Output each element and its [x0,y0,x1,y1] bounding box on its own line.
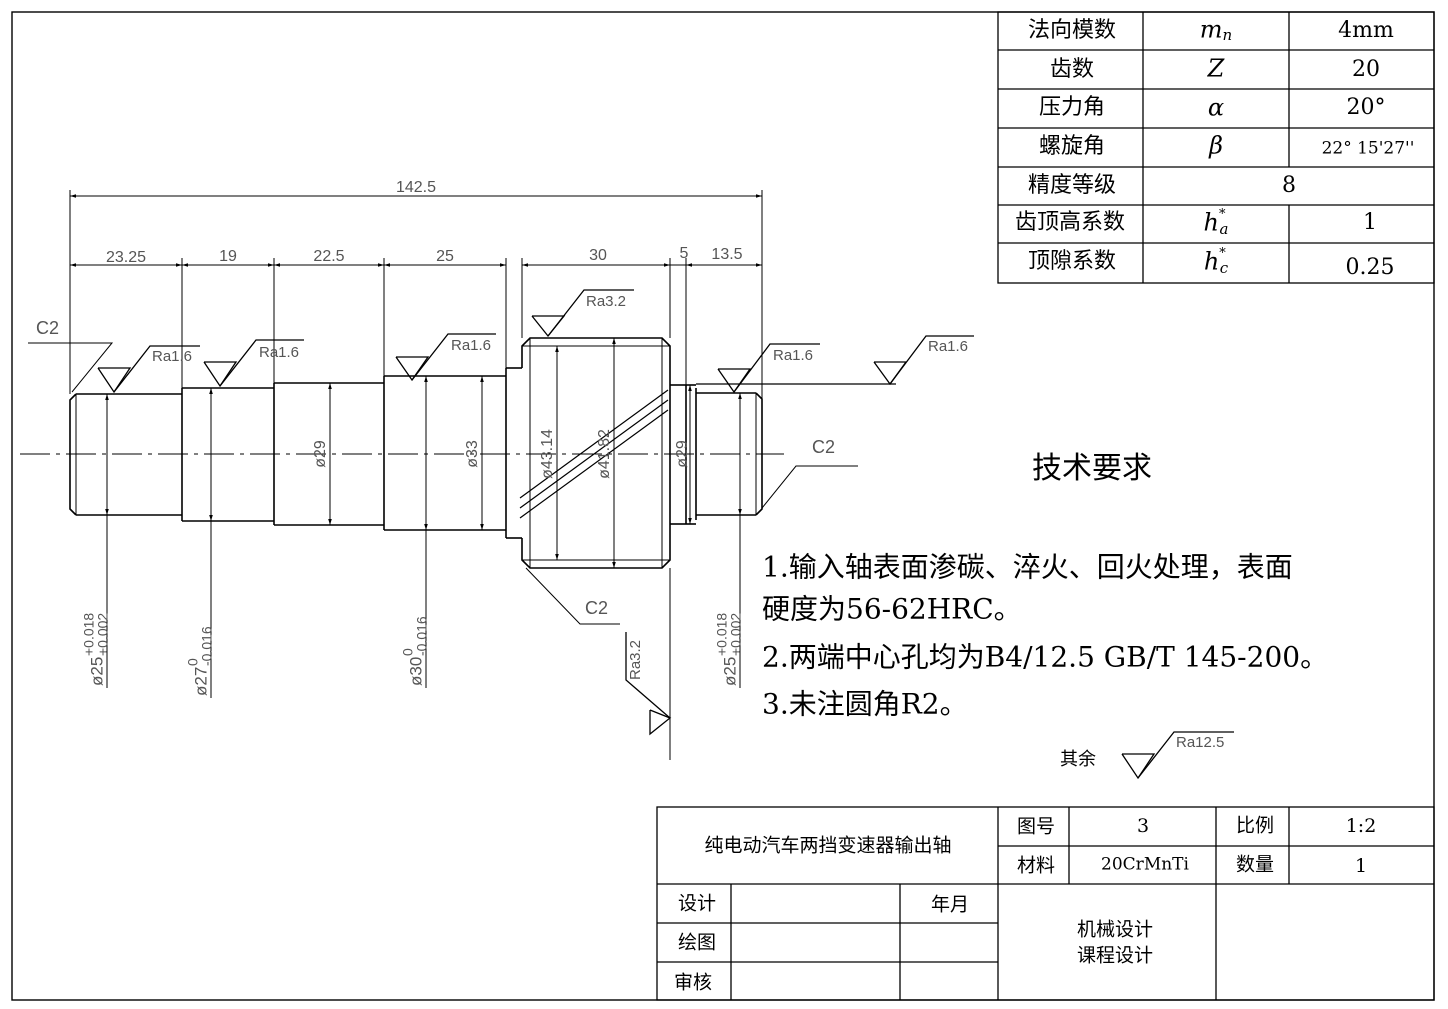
dim-seg-7: 13.5 [711,246,742,263]
material-label: 材料 [1017,855,1055,877]
param-symbol-alpha: α [1208,94,1224,122]
chamfer-leaders [28,342,858,625]
tech-req-line-2: 硬度为56-62HRC。 [762,593,1022,626]
dim-dia-pitch: ø41.82 [596,429,613,479]
dim-dia-25-right: ø25 [720,657,739,686]
length-dimensions [69,190,763,760]
org-line-2: 课程设计 [1077,945,1153,967]
dim-dia-29-left: ø29 [312,440,329,468]
tech-req-line-1: 1.输入轴表面渗碳、淬火、回火处理，表面 [762,551,1293,584]
dim-seg-4: 25 [436,248,454,265]
roughness-rest-label: 其余 [1060,749,1096,770]
roughness-rest-value: Ra12.5 [1176,734,1224,751]
roughness-label-5: Ra1.6 [773,347,813,364]
dim-seg-2: 19 [219,248,237,265]
param-name-clearance-coef: 顶隙系数 [1028,249,1116,274]
draw-label: 绘图 [678,932,716,954]
scale-value: 1:2 [1346,815,1377,837]
param-value-addendum-coef: 1 [1363,210,1377,235]
dim-tol-30-lo: -0.016 [414,616,430,656]
material-value: 20CrMnTi [1101,855,1189,875]
dim-seg-3: 22.5 [313,248,344,265]
param-symbol-ha: h*a [1204,207,1229,239]
chamfer-label-left: C2 [36,318,59,338]
dim-tol-25-left-lo: +0.002 [95,613,111,656]
dim-tol-27-lo: -0.016 [199,626,215,666]
tech-req-title: 技术要求 [1032,451,1152,486]
chamfer-label-gear: C2 [585,598,608,618]
org-line-1: 机械设计 [1077,919,1153,941]
title-block [656,806,1435,1001]
dim-dia-33: ø33 [464,440,481,468]
scale-label: 比例 [1236,815,1274,837]
dim-dia-30: ø30 [406,657,425,686]
part-name: 纯电动汽车两挡变速器输出轴 [704,835,951,857]
param-symbol-beta: β [1208,132,1223,160]
dim-dia-29-right: ø29 [674,440,691,468]
tech-req-line-3: 2.两端中心孔均为B4/12.5 GB/T 145-200。 [762,641,1328,674]
drawing-no-value: 3 [1137,815,1149,837]
drawing-no-label: 图号 [1017,816,1055,838]
param-symbol-teeth: Z [1207,55,1226,83]
chamfer-label-right: C2 [812,437,835,457]
dim-dia-tip: ø43.14 [539,429,556,479]
dim-tol-25-left-up: +0.018 [81,613,97,656]
roughness-label-4: Ra3.2 [586,293,626,310]
roughness-label-3: Ra1.6 [451,337,491,354]
diameter-dimension-lines [105,338,742,698]
shaft-outline [69,337,763,569]
param-value-helix-angle: 22° 15'27'' [1322,139,1415,159]
roughness-symbols [97,289,1234,780]
param-value-pressure-angle: 20° [1347,95,1386,120]
param-value-accuracy: 8 [1282,173,1296,198]
param-name-addendum-coef: 齿顶高系数 [1015,210,1125,235]
dim-tol-30-up: 0 [400,648,416,656]
param-value-teeth: 20 [1352,57,1380,82]
dim-seg-6: 5 [680,245,689,262]
gear-parameter-table [997,11,1435,284]
roughness-label-2: Ra1.6 [259,344,299,361]
dim-seg-5: 30 [589,247,607,264]
dim-tol-27-up: 0 [185,658,201,666]
roughness-label-7: Ra3.2 [627,640,644,680]
param-name-teeth: 齿数 [1050,57,1094,82]
dim-total-length: 142.5 [396,179,436,196]
dim-dia-27: ø27 [191,667,210,696]
dim-seg-1: 23.25 [106,249,146,266]
param-name-helix-angle: 螺旋角 [1039,134,1105,159]
param-symbol-module: mn [1200,16,1232,45]
check-label: 审核 [674,972,712,994]
quantity-label: 数量 [1236,854,1274,876]
roughness-label-1: Ra1.6 [152,348,192,365]
param-value-clearance-coef: 0.25 [1346,255,1395,280]
param-name-module: 法向模数 [1028,18,1116,43]
dim-dia-25-left: ø25 [87,657,106,686]
param-name-accuracy: 精度等级 [1028,173,1116,198]
param-symbol-hc: h*c [1204,246,1229,278]
param-name-pressure-angle: 压力角 [1039,95,1105,120]
dim-tol-25-right-lo: +0.002 [728,613,744,656]
quantity-value: 1 [1355,855,1367,877]
param-value-module: 4mm [1338,18,1394,43]
roughness-label-6: Ra1.6 [928,338,968,355]
design-label: 设计 [678,893,716,915]
dim-tol-25-right-up: +0.018 [714,613,730,656]
tech-req-line-4: 3.未注圆角R2。 [762,688,968,721]
date-label: 年月 [931,894,969,916]
